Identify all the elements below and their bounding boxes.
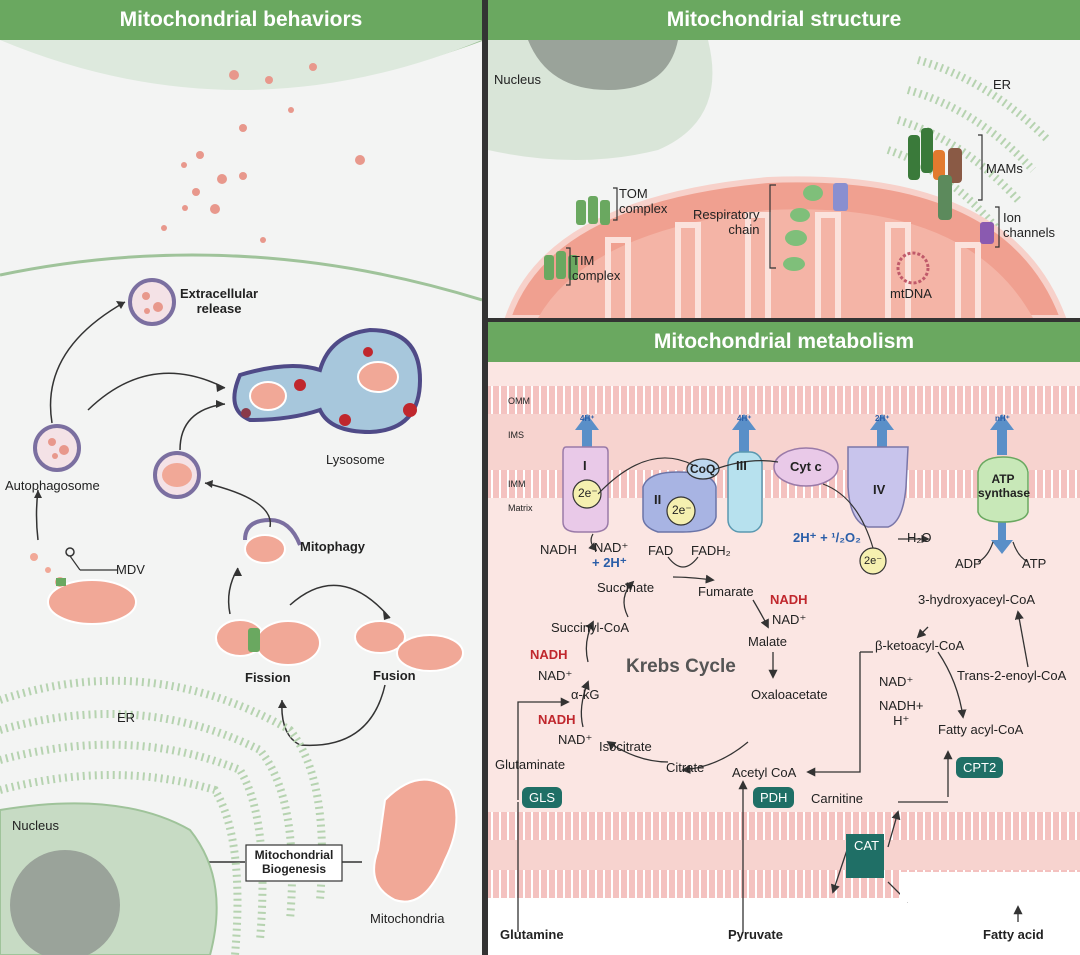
atp-label: ATP xyxy=(1022,556,1047,571)
proton-complex-iv: 2H⁺ xyxy=(875,414,890,423)
er-label: ER xyxy=(117,710,136,725)
isocitrate-label: Isocitrate xyxy=(599,739,652,754)
h2o-label: H₂O xyxy=(907,530,932,545)
omm-label: OMM xyxy=(508,396,530,406)
nad-isocitrate: NAD⁺ xyxy=(558,732,593,747)
malate-label: Malate xyxy=(748,634,788,649)
fad-label: FAD xyxy=(648,543,674,558)
succinate-label: Succinate xyxy=(597,580,655,595)
fission-label: Fission xyxy=(245,670,291,685)
gls-enzyme: GLS xyxy=(522,787,563,808)
nad-fumarate: NAD⁺ xyxy=(772,612,807,627)
ion-channels-label: Ion channels xyxy=(1003,210,1056,240)
fatty-acyl-label: Fatty acyl-CoA xyxy=(938,722,1024,737)
autophagosome-label: Autophagosome xyxy=(5,478,100,493)
fumarate-label: Fumarate xyxy=(698,584,754,599)
e-complex-iv: 2e⁻ xyxy=(864,555,883,567)
respiratory-chain-label: Respiratory chain xyxy=(693,207,760,237)
complex-ii-label: II xyxy=(654,492,662,507)
nadh-h-label: NADH+ H⁺ xyxy=(879,698,924,728)
water-eq: 2H⁺ + ¹/₂O₂ xyxy=(793,530,861,545)
panel-divider-h xyxy=(488,318,1080,322)
structure-er-label: ER xyxy=(993,77,1012,92)
e-complex-ii: 2e⁻ xyxy=(672,503,692,517)
nadh-isocitrate: NADH xyxy=(538,712,576,727)
cpt2-enzyme: CPT2 xyxy=(956,757,1004,778)
plus-2h: + 2H⁺ xyxy=(592,555,627,570)
complex-i-label: I xyxy=(583,458,587,473)
acetyl-coa-label: Acetyl CoA xyxy=(732,765,797,780)
behaviors-header: Mitochondrial behaviors xyxy=(0,0,482,40)
adp-label: ADP xyxy=(955,556,982,571)
cat-label: CAT xyxy=(854,838,880,853)
behaviors-panel: Mitochondrial behaviors Extracellular re… xyxy=(0,0,482,955)
nadh-etc: NADH xyxy=(540,542,577,557)
structure-header: Mitochondrial structure xyxy=(488,0,1080,40)
structure-nucleus-label: Nucleus xyxy=(494,72,541,87)
fusion-label: Fusion xyxy=(373,668,416,683)
mitophagy-label: Mitophagy xyxy=(300,539,365,554)
hydroxy-label: 3-hydroxyaceyl-CoA xyxy=(918,592,1036,607)
ketoacyl-label: β-ketoacyl-CoA xyxy=(875,638,965,653)
nad-etc: NAD⁺ xyxy=(594,540,629,555)
e-complex-i: 2e⁻ xyxy=(578,486,598,500)
proton-atp-synthase: nH⁺ xyxy=(995,414,1010,423)
mams-label: MAMs xyxy=(986,161,1023,176)
glutamine-label: Glutamine xyxy=(500,927,564,942)
cytc-label: Cyt c xyxy=(790,459,822,474)
glutaminate-label: Glutaminate xyxy=(495,757,566,772)
matrix-label: Matrix xyxy=(508,503,533,513)
nadh-fumarate: NADH xyxy=(770,592,808,607)
imm-label: IMM xyxy=(508,479,526,489)
pdh-enzyme: PDH xyxy=(753,787,795,808)
lysosome-label: Lysosome xyxy=(326,452,385,467)
complex-iv-label: IV xyxy=(873,482,886,497)
proton-complex-i: 4H⁺ xyxy=(580,414,595,423)
complex-iii-label: III xyxy=(736,458,747,473)
carnitine-label: Carnitine xyxy=(811,791,864,806)
panel-divider xyxy=(482,0,488,955)
nucleus-label: Nucleus xyxy=(12,818,59,833)
nadh-succinyl: NADH xyxy=(530,647,568,662)
oxaloacetate-label: Oxaloacetate xyxy=(751,687,828,702)
citrate-label: Citrate xyxy=(666,760,705,775)
biogenesis-label: Mitochondrial Biogenesis xyxy=(254,848,334,876)
ims-label: IMS xyxy=(508,430,525,440)
mtdna-label: mtDNA xyxy=(890,286,932,301)
extracellular-release-label: Extracellular release xyxy=(180,286,259,316)
proton-complex-iii: 4H⁺ xyxy=(737,414,752,423)
akg-label: α-kG xyxy=(571,687,600,702)
fatty-acid-label: Fatty acid xyxy=(983,927,1044,942)
metabolism-header: Mitochondrial metabolism xyxy=(488,322,1080,362)
succinyl-coa-label: Succinyl-CoA xyxy=(551,620,630,635)
pyruvate-label: Pyruvate xyxy=(728,927,783,942)
tim-label: TIM complex xyxy=(572,253,621,283)
structure-illustration xyxy=(488,40,1067,318)
atp-synthase-label: ATP synthase xyxy=(978,472,1031,500)
metabolism-illustration xyxy=(488,362,1080,955)
metabolism-panel: Mitochondrial metabolism OMM IMS IMM Mat… xyxy=(488,322,1080,955)
mdv-label: MDV xyxy=(116,562,145,577)
tom-label: TOM complex xyxy=(619,186,668,216)
structure-panel: Mitochondrial structure Nucleus ER TOM c… xyxy=(488,0,1080,318)
trans-enoyl-label: Trans-2-enoyl-CoA xyxy=(957,668,1067,683)
fadh2-label: FADH₂ xyxy=(691,543,731,558)
coq-label: CoQ xyxy=(690,462,716,476)
mitochondria-label: Mitochondria xyxy=(370,911,445,926)
nad-succinyl: NAD⁺ xyxy=(538,668,573,683)
nad-fatty: NAD⁺ xyxy=(879,674,914,689)
krebs-cycle-label: Krebs Cycle xyxy=(626,656,736,677)
